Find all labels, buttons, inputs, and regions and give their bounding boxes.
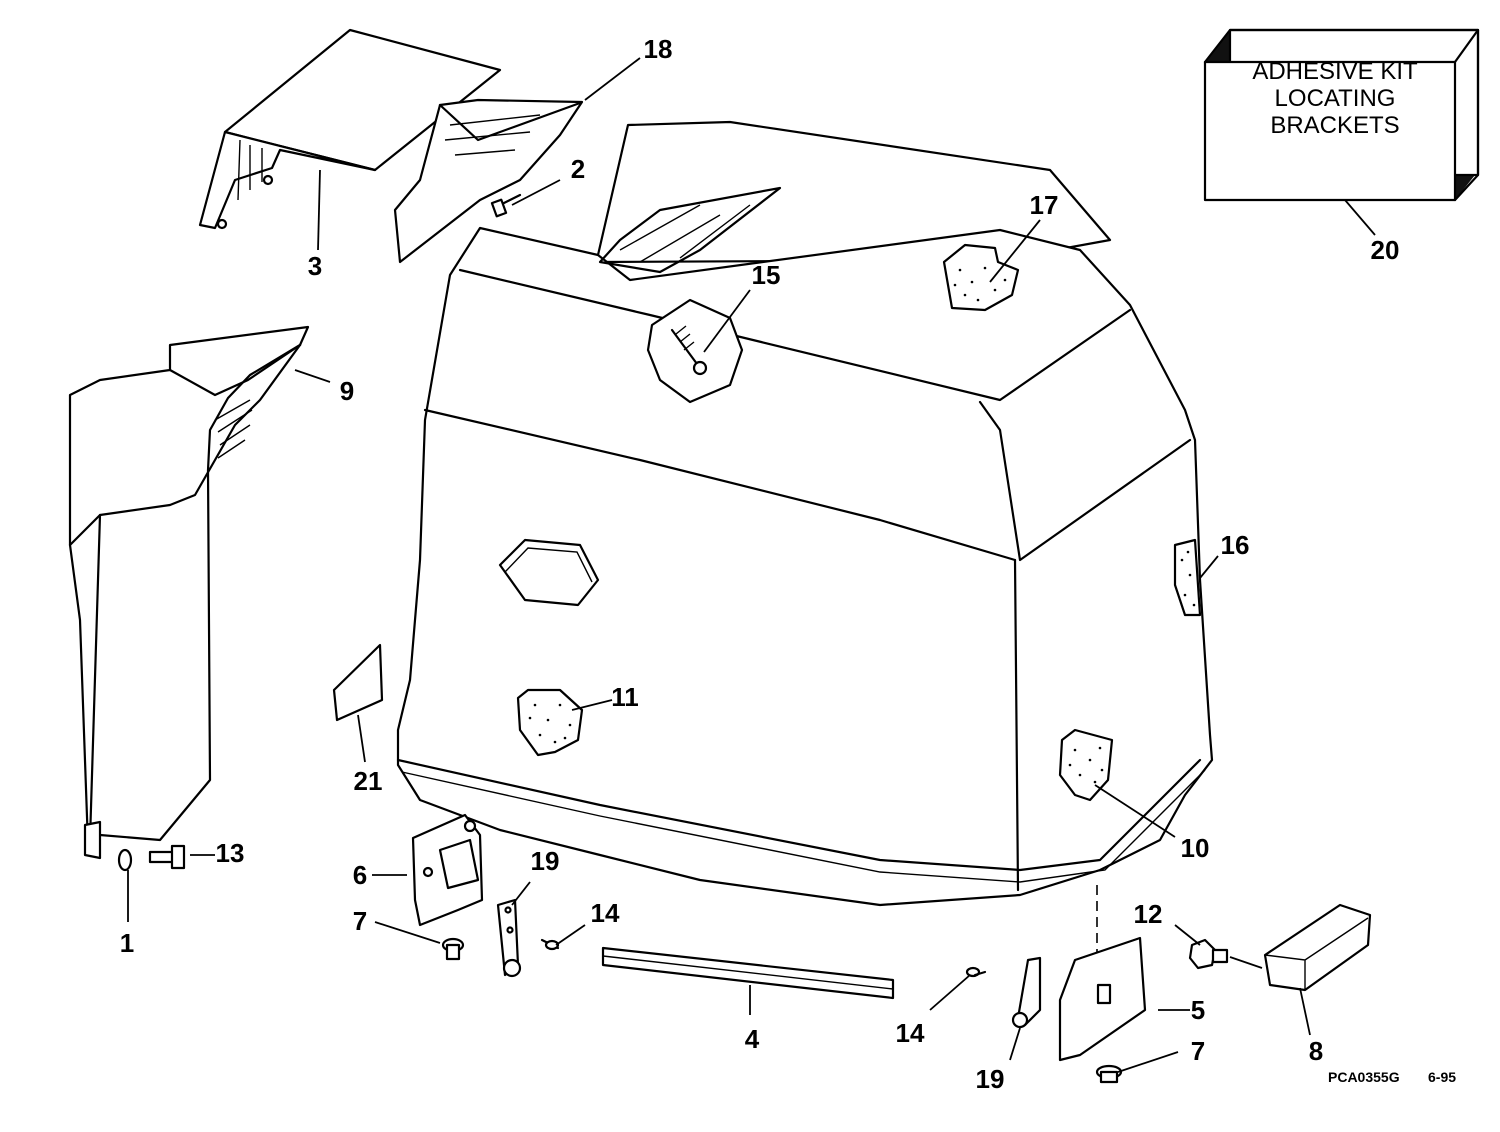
adhesive-kit-box: ADHESIVE KIT LOCATING BRACKETS bbox=[1203, 28, 1480, 202]
box-text-line1: ADHESIVE KIT bbox=[1252, 58, 1418, 85]
callout-21: 21 bbox=[354, 766, 383, 796]
callout-8: 8 bbox=[1309, 1036, 1323, 1066]
screw-part-14-left bbox=[540, 938, 560, 951]
callout-12: 12 bbox=[1134, 899, 1163, 929]
callout-5: 5 bbox=[1191, 995, 1205, 1025]
callout-10: 10 bbox=[1181, 833, 1210, 863]
screw-part-13 bbox=[148, 844, 186, 870]
plate-part-5 bbox=[1058, 936, 1147, 1062]
strap-part-19-right bbox=[1011, 956, 1042, 1029]
side-cowl-part bbox=[68, 325, 310, 860]
box-text-line2: LOCATING bbox=[1275, 85, 1396, 112]
callout-7-right: 7 bbox=[1191, 1036, 1205, 1066]
callout-numbers: 1 2 3 4 5 6 7 7 8 9 10 11 12 13 14 14 15… bbox=[120, 34, 1400, 1094]
washer-part-1 bbox=[117, 848, 133, 872]
figure-date: 6-95 bbox=[1428, 1069, 1456, 1085]
leader-lines bbox=[127, 57, 1376, 1073]
callout-18: 18 bbox=[644, 34, 673, 64]
callout-20: 20 bbox=[1371, 235, 1400, 265]
callout-11: 11 bbox=[611, 682, 639, 712]
callout-6: 6 bbox=[353, 860, 367, 890]
callout-14-right: 14 bbox=[896, 1018, 925, 1048]
callout-19-right: 19 bbox=[976, 1064, 1005, 1094]
callout-17: 17 bbox=[1030, 190, 1059, 220]
box-text-line3: BRACKETS bbox=[1270, 112, 1399, 139]
callout-4: 4 bbox=[745, 1024, 760, 1054]
pad-part-8 bbox=[1263, 903, 1372, 992]
callout-14-left: 14 bbox=[591, 898, 620, 928]
callout-2: 2 bbox=[571, 154, 585, 184]
callout-19-left: 19 bbox=[531, 846, 560, 876]
grille-insert-part bbox=[393, 98, 584, 264]
plug-part-7-right bbox=[1095, 1064, 1123, 1084]
seal-strip-part-4 bbox=[601, 946, 895, 1000]
label-part-21 bbox=[332, 643, 384, 722]
callout-3: 3 bbox=[308, 251, 322, 281]
callout-13: 13 bbox=[216, 838, 245, 868]
motor-cover bbox=[396, 120, 1214, 907]
bracket-part-6 bbox=[411, 813, 484, 927]
callout-9: 9 bbox=[340, 376, 354, 406]
figure-code: PCA0355G bbox=[1328, 1069, 1400, 1085]
callout-16: 16 bbox=[1221, 530, 1250, 560]
callout-15: 15 bbox=[752, 260, 781, 290]
screw-part-2 bbox=[490, 193, 522, 218]
callout-1: 1 bbox=[120, 928, 134, 958]
plug-part-7-left bbox=[441, 937, 465, 961]
top-cap-part bbox=[198, 28, 502, 230]
strap-part-19-left bbox=[496, 898, 522, 978]
nut-part-12 bbox=[1188, 938, 1229, 970]
callout-7-left: 7 bbox=[353, 906, 367, 936]
screw-part-14-right bbox=[965, 966, 987, 978]
